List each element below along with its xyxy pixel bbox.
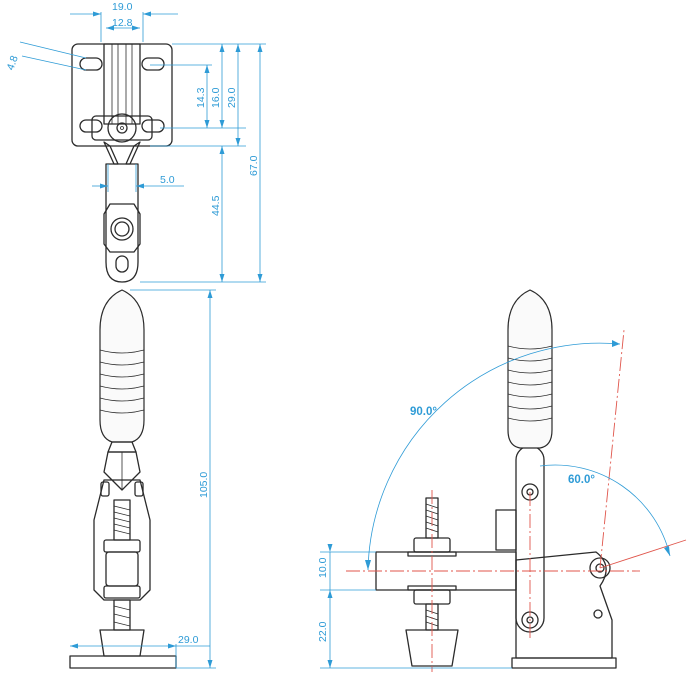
- front-view-dimensions: 105.0 29.0: [70, 289, 216, 669]
- mount-slot: [141, 119, 165, 133]
- clamp-arm: [105, 163, 139, 283]
- side-view-dimensions: 90.0° 60.0° 10.0 22.0: [317, 340, 671, 669]
- base-plate: [71, 43, 173, 147]
- dim-angle-60: 60.0°: [568, 474, 595, 486]
- link-arm: [125, 141, 141, 165]
- top-view-dimensions: 19.0 12.8 4.8 14.3 16.0 29.0 67: [5, 1, 266, 283]
- upright-body: [103, 43, 141, 125]
- dim-height-105: 105.0: [198, 472, 210, 498]
- front-view: [69, 289, 177, 669]
- pivot-block: [91, 115, 153, 141]
- dim-height-14-3: 14.3: [195, 87, 207, 108]
- side-stop: [495, 509, 517, 551]
- dim-width-5: 5.0: [160, 174, 175, 186]
- mount-slot: [79, 119, 103, 133]
- dim-height-10: 10.0: [317, 557, 329, 578]
- dim-height-22: 22.0: [317, 621, 329, 642]
- front-base: [69, 655, 177, 669]
- top-view: [71, 43, 173, 283]
- side-body: [515, 551, 613, 659]
- handle-grip: [99, 289, 145, 443]
- dim-width-12-8: 12.8: [112, 17, 133, 29]
- dim-height-16: 16.0: [210, 87, 222, 108]
- link-fork: [103, 451, 141, 491]
- side-pivot: [589, 557, 611, 579]
- side-handle-grip: [507, 289, 553, 449]
- dim-height-29-top: 29.0: [226, 87, 238, 108]
- dim-height-67: 67.0: [248, 155, 260, 176]
- arc-60: [539, 464, 671, 557]
- hex-nut: [103, 203, 141, 253]
- spindle-nut: [105, 551, 139, 587]
- side-spindle-pad: [405, 629, 459, 667]
- dim-angle-90: 90.0°: [410, 406, 437, 418]
- dim-slot-4-8: 4.8: [5, 54, 21, 72]
- mount-slot: [141, 57, 165, 71]
- link-arm: [103, 141, 119, 165]
- spindle-pad: [99, 629, 145, 657]
- side-base: [511, 657, 617, 669]
- side-view: [346, 289, 687, 672]
- pivot-hub: [107, 113, 137, 143]
- dim-width-29-bottom: 29.0: [178, 634, 199, 646]
- arc-90: [367, 342, 621, 571]
- dim-width-19: 19.0: [112, 1, 133, 13]
- mount-slot: [79, 57, 103, 71]
- dim-height-44-5: 44.5: [210, 195, 222, 216]
